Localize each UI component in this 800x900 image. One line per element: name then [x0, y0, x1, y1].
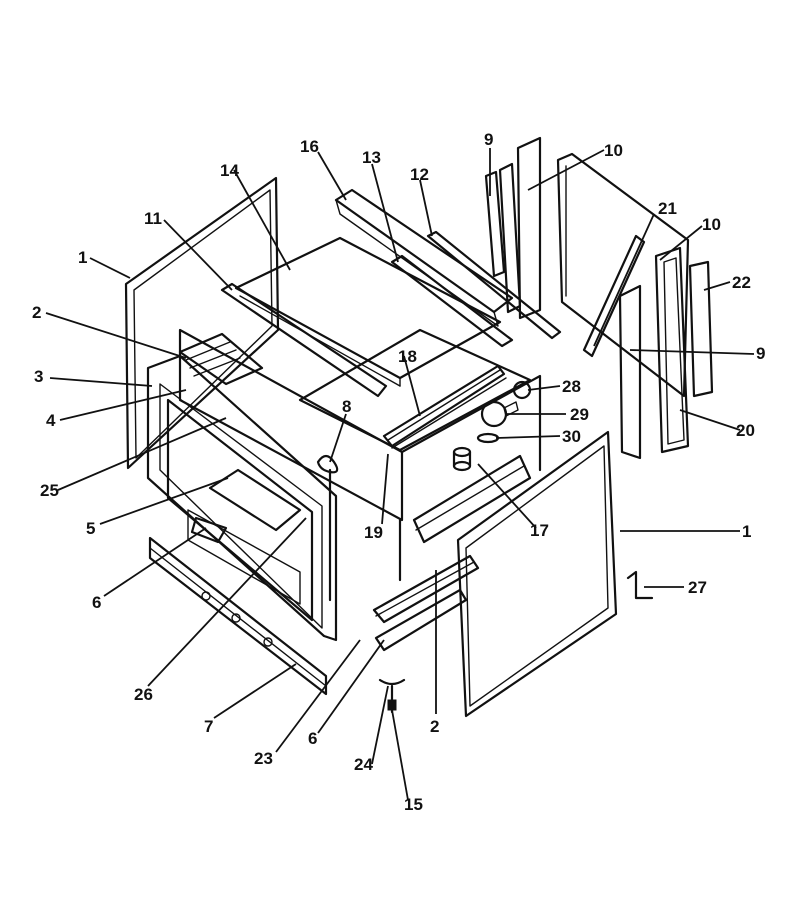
- part-upright-right: [618, 246, 690, 460]
- callout-3: 3: [34, 367, 43, 386]
- part-right-rear-rail: [688, 260, 714, 398]
- callout-14: 14: [220, 161, 239, 180]
- callout-21: 21: [658, 199, 677, 218]
- part-upright-left: [484, 162, 522, 314]
- part-rear-bracket: [390, 230, 562, 348]
- part-diagonal-bar: [582, 234, 646, 358]
- callout-22: 22: [732, 273, 751, 292]
- part-top-rod: [220, 282, 388, 398]
- part-window: [187, 509, 301, 605]
- callout-13: 13: [362, 148, 381, 167]
- callout-1-right: 1: [742, 522, 751, 541]
- callout-6-left: 6: [92, 593, 101, 612]
- part-right-slides: [372, 454, 532, 652]
- part-rear-channel: [334, 188, 514, 327]
- part-leveler: [378, 678, 406, 714]
- part-small-bracket: [626, 570, 654, 600]
- part-right-side-panel: [456, 430, 618, 718]
- callout-26: 26: [134, 685, 153, 704]
- leader-lines: [45, 148, 755, 801]
- callout-24: 24: [354, 755, 373, 774]
- callout-12: 12: [410, 165, 429, 184]
- callout-29: 29: [570, 405, 589, 424]
- callout-1-left: 1: [78, 248, 87, 267]
- callout-17: 17: [530, 521, 549, 540]
- part-left-bracket: [190, 516, 228, 544]
- callout-10-right: 10: [702, 215, 721, 234]
- callout-9-top: 9: [484, 130, 493, 149]
- part-clip: [316, 454, 339, 474]
- callout-30: 30: [562, 427, 581, 446]
- callout-18: 18: [398, 347, 417, 366]
- part-burner: [452, 446, 472, 472]
- callout-23: 23: [254, 749, 273, 768]
- callout-5: 5: [86, 519, 95, 538]
- callout-6-right: 6: [308, 729, 317, 748]
- part-back-panel: [556, 152, 690, 398]
- callout-4: 4: [46, 411, 56, 430]
- callout-15: 15: [404, 795, 423, 814]
- part-kick-plate: [148, 536, 328, 696]
- callout-19: 19: [364, 523, 383, 542]
- part-left-slides: [178, 332, 264, 386]
- callout-25: 25: [40, 481, 59, 500]
- callout-27: 27: [688, 578, 707, 597]
- callout-2-left: 2: [32, 303, 41, 322]
- callout-labels: 1 1 2 2 3 4 5 6 6 7 8 9 9 10 10 11 12 13…: [32, 130, 765, 814]
- callout-8: 8: [342, 397, 351, 416]
- callout-20: 20: [736, 421, 755, 440]
- callout-16: 16: [300, 137, 319, 156]
- callout-9-right: 9: [756, 344, 765, 363]
- part-tall-rail-left: [516, 136, 542, 320]
- part-shelf: [382, 364, 507, 449]
- callout-11: 11: [144, 209, 162, 228]
- callout-7: 7: [204, 717, 213, 736]
- part-inner-panel: [208, 468, 302, 532]
- part-front-frame: [146, 354, 338, 642]
- callout-10-top: 10: [604, 141, 623, 160]
- callout-2-right: 2: [430, 717, 439, 736]
- callout-28: 28: [562, 377, 581, 396]
